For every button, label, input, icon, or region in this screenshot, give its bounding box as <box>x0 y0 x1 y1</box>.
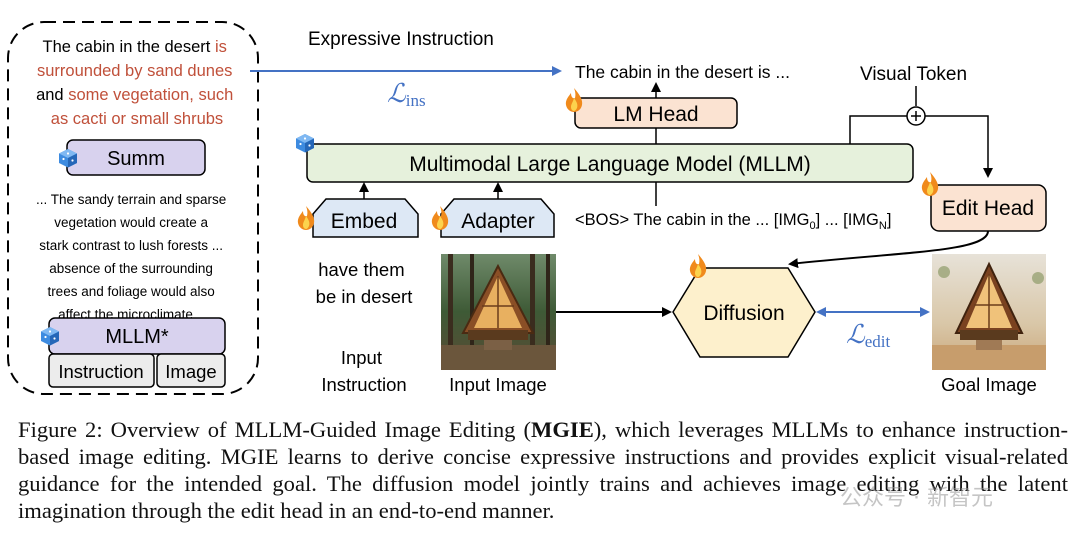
token-sequence: <BOS> The cabin in the ... [IMG0] ... [I… <box>575 211 891 232</box>
diffusion-label: Diffusion <box>703 302 784 325</box>
edit-head-label: Edit Head <box>942 197 1034 220</box>
input-image <box>441 254 556 370</box>
instruction-box <box>48 353 155 388</box>
lm-head-label: LM Head <box>613 103 698 126</box>
mllm-box <box>306 143 914 183</box>
loss-ins: ℒins <box>387 79 426 110</box>
image-box <box>156 353 226 388</box>
input-image-caption: Input Image <box>449 374 547 395</box>
summ-label: Summ <box>107 148 165 170</box>
edit-head-to-diffusion-arrow <box>788 230 989 269</box>
adapter-box <box>440 198 555 238</box>
input-instruction-caption: Input Instruction <box>321 347 406 395</box>
expressive-instruction-label: Expressive Instruction <box>308 29 494 50</box>
summary-text: The cabin in the desert is surrounded by… <box>36 38 238 128</box>
summary-box <box>7 21 259 395</box>
fire-icon <box>565 88 583 112</box>
embed-box <box>312 198 419 238</box>
diagram-canvas: The cabin in the desert is surrounded by… <box>7 21 1047 395</box>
output-text: The cabin in the desert is ... <box>575 62 790 82</box>
mllm-label: Multimodal Large Language Model (MLLM) <box>409 153 811 176</box>
mllm-to-plus-line <box>849 115 907 144</box>
watermark: 公众号 · 新智元 <box>840 486 993 511</box>
instruction-text: have them be in desert <box>316 259 413 307</box>
fire-icon <box>921 172 939 196</box>
plus-to-edit-head-arrow <box>925 115 993 178</box>
goal-image-caption: Goal Image <box>941 374 1037 395</box>
summary-description: ... The sandy terrain and sparse vegetat… <box>36 192 230 322</box>
fire-icon <box>297 206 315 230</box>
embed-label: Embed <box>331 210 398 233</box>
figure-caption: Figure 2: Overview of MLLM-Guided Image … <box>18 417 1068 523</box>
mllm-star-label: MLLM* <box>105 326 169 348</box>
loss-edit: ℒedit <box>846 320 891 351</box>
image-label: Image <box>165 361 216 382</box>
fire-icon <box>689 254 707 278</box>
goal-image <box>932 254 1046 370</box>
diffusion-box <box>672 267 816 358</box>
instruction-label: Instruction <box>58 361 143 382</box>
visual-token-label: Visual Token <box>860 64 967 85</box>
adapter-label: Adapter <box>461 210 535 233</box>
